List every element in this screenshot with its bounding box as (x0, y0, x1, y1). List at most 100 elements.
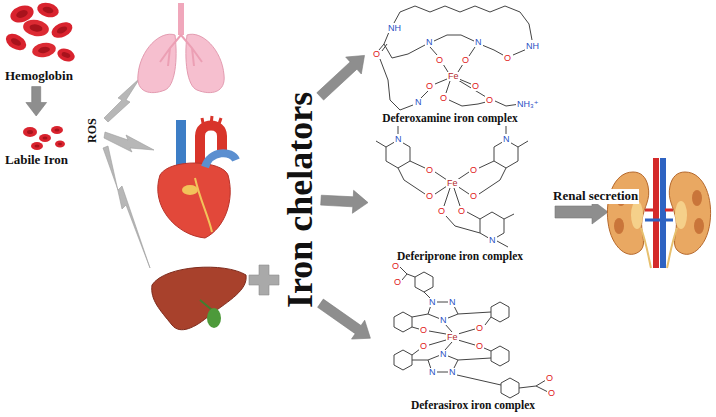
kidneys-part (667, 172, 711, 268)
heart (158, 116, 236, 238)
atom-label: N (474, 38, 483, 47)
labile-iron-cells-part (55, 129, 60, 132)
atom-label: Fe (446, 333, 459, 342)
atom-label: O (457, 207, 466, 216)
liver-part (200, 300, 212, 310)
kidneys-part-part (694, 218, 704, 234)
atom-label: N (439, 350, 448, 359)
red-blood-cells-part-part (29, 23, 43, 32)
labile-iron-cells-part (35, 145, 40, 148)
complex-caption: Deferasirox iron complex (375, 399, 571, 413)
process-label: Renal secretion (552, 189, 639, 204)
atom-label: NH (525, 42, 540, 51)
deferasirox-bonds-part (491, 346, 509, 366)
figure-caption-box: Labile Iron (2, 118, 78, 168)
kidneys-part (660, 158, 666, 268)
atom-label: N (428, 298, 437, 307)
atom-label: O (425, 192, 434, 201)
kidneys-part-part (607, 172, 648, 254)
atom-label: O (437, 207, 446, 216)
labile-iron-cells-part (51, 126, 63, 134)
lungs-part (138, 34, 176, 92)
deferasirox-bonds-part (400, 267, 548, 392)
red-blood-cells-part-part (49, 19, 75, 41)
kidneys-part-part (675, 201, 687, 229)
atom-label: O (469, 192, 478, 201)
atom-label: O (391, 262, 400, 271)
atom-label: O (425, 82, 434, 91)
atom-label: O (485, 96, 494, 105)
atom-label: O (419, 342, 428, 351)
red-blood-cells-part-part (22, 18, 50, 38)
atom-label: O (547, 389, 556, 398)
heart-part (158, 163, 230, 238)
structure-box: Deferiprone iron complex (370, 128, 550, 264)
deferasirox-bonds-part (394, 350, 412, 370)
atom-label: O (435, 56, 444, 65)
kidneys-part (645, 209, 673, 212)
atom-label: O (425, 166, 434, 175)
red-blood-cells-part (55, 46, 76, 63)
atom-label: N (394, 135, 403, 144)
atom-label: N (414, 98, 423, 107)
red-blood-cells-part (31, 41, 57, 59)
red-blood-cells-part (22, 18, 50, 38)
red-blood-cells-part-part (56, 25, 69, 35)
plus-sign-part (249, 265, 279, 295)
red-blood-cells-part-part (10, 37, 23, 48)
kidneys-part (607, 172, 651, 268)
labile-iron-cells-part (31, 142, 43, 150)
lightning-bolts-part (104, 132, 154, 152)
atom-label: O (393, 278, 402, 287)
deferiprone-bonds-part (494, 140, 518, 168)
deferoxamine-bonds (379, 6, 532, 110)
atom-label: N (488, 236, 497, 245)
kidneys-part-part (667, 228, 677, 268)
figure-caption-box: Hemoglobin (2, 2, 78, 84)
complex-caption: Labile Iron (5, 152, 75, 168)
ros-label: ROS (86, 118, 99, 143)
atom-label: N (448, 298, 457, 307)
atom-label: O (503, 54, 512, 63)
atom-label: N (428, 368, 437, 377)
liver (152, 267, 246, 330)
red-blood-cells-part (36, 0, 61, 19)
atom-label: O (545, 374, 554, 383)
rotated-label-frame: ROS (86, 118, 99, 143)
red-blood-cells-part (3, 30, 29, 53)
lungs-part (178, 3, 184, 35)
lungs-part (186, 34, 224, 92)
deferiprone-bonds-part (376, 126, 528, 247)
structure-box: Deferoxamine iron complex (366, 2, 534, 126)
red-blood-cells-part-part (61, 51, 71, 59)
atom-label: Fe (446, 179, 459, 188)
kidneys-part-part (692, 190, 702, 206)
kidneys-part (653, 158, 659, 268)
heart-part (195, 178, 212, 232)
liver-part (152, 267, 246, 330)
arrow-connector (317, 55, 365, 100)
arrow-connector (321, 190, 368, 213)
atom-label: O (469, 166, 478, 175)
atom-label: O (471, 82, 480, 91)
atom-label: O (439, 94, 448, 103)
liver-part (207, 308, 221, 328)
labile-iron-cells-part (39, 134, 51, 142)
labile-iron-cells-part (27, 130, 33, 134)
heart-part (182, 185, 198, 195)
lungs (138, 3, 224, 93)
atom-label: O (475, 342, 484, 351)
vertical-title-box: Iron chelators (282, 92, 318, 308)
red-blood-cells-part-part (3, 30, 29, 53)
atom-label: N (448, 368, 457, 377)
deferasirox-bonds (394, 267, 548, 398)
plus-sign (249, 265, 279, 295)
kidneys-part-part (614, 218, 624, 234)
atom-label: O (419, 326, 428, 335)
labile-iron-cells-part (55, 141, 65, 148)
deferiprone-bonds (376, 126, 528, 247)
labile-iron-cells-part (43, 137, 48, 140)
lightning-bolts (103, 78, 154, 268)
heart-part (202, 116, 221, 128)
red-blood-cells-part-part (42, 6, 54, 15)
